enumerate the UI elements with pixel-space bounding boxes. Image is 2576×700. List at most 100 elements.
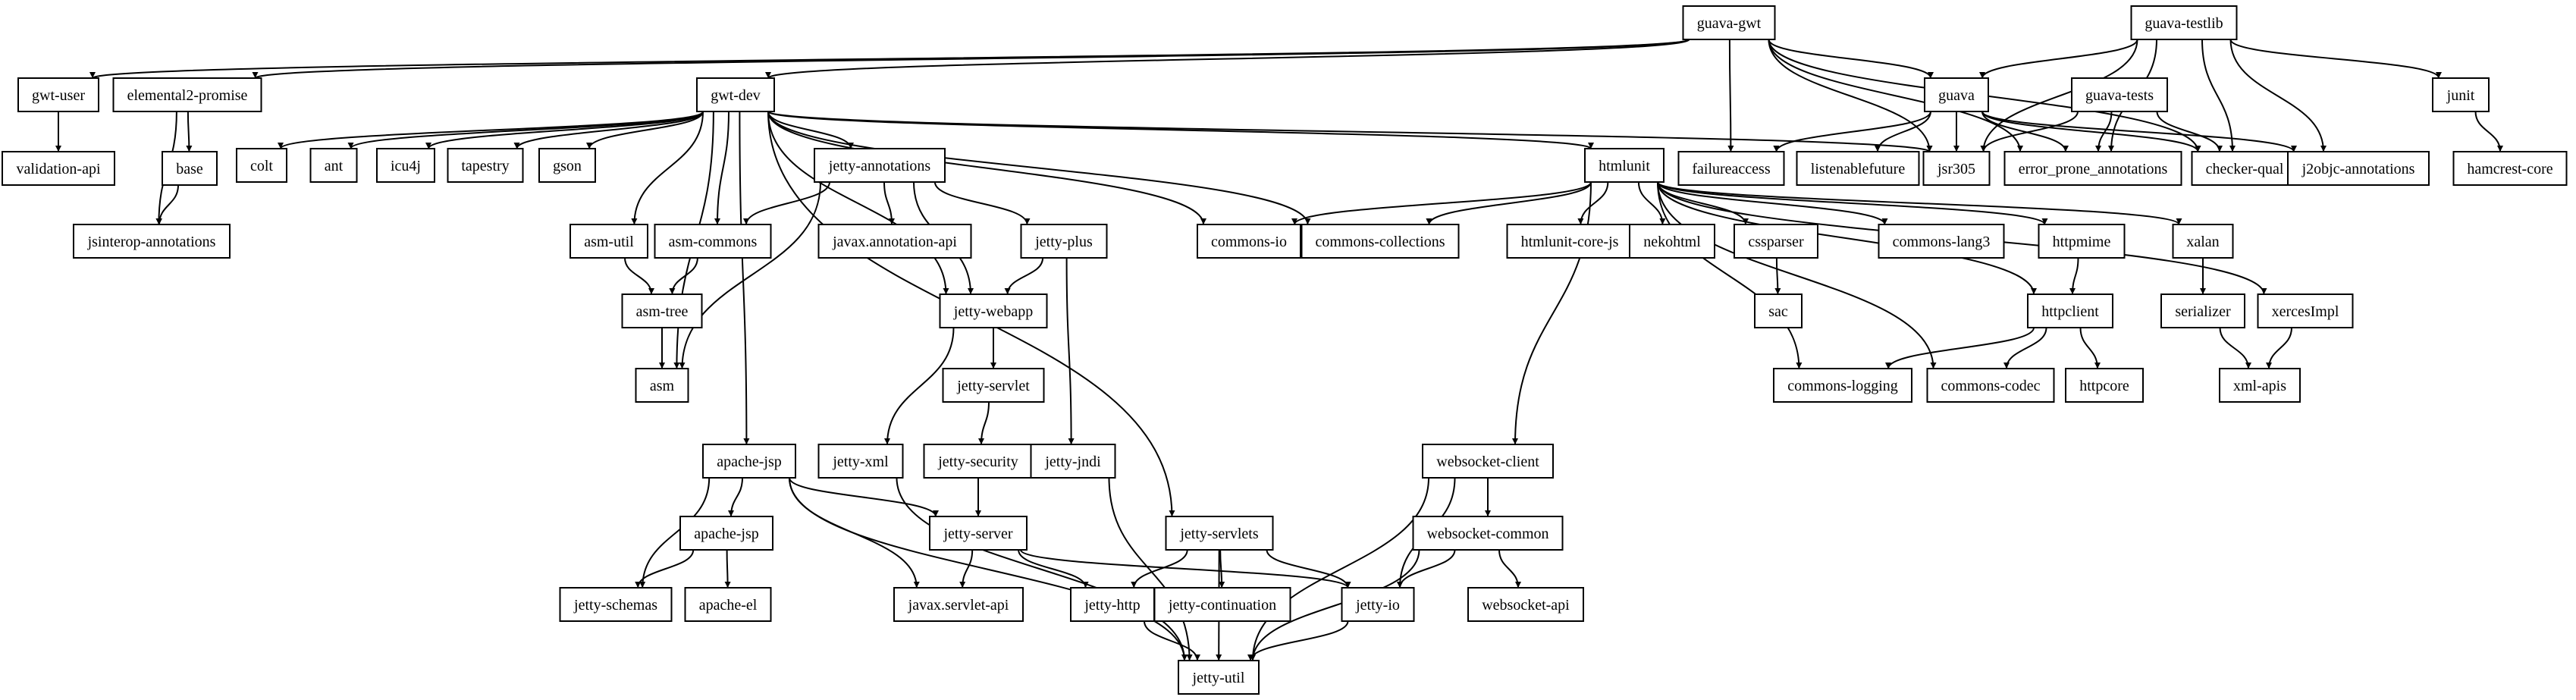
edge-jetty-plus-to-jetty-jndi <box>1065 257 1075 445</box>
node-box <box>2065 368 2144 403</box>
edge-htmlunit-to-commons-io <box>1291 181 1592 225</box>
edge-gwt-dev-to-tapestry <box>513 111 704 149</box>
node-box <box>893 587 1024 622</box>
node-label: asm-tree <box>636 303 689 320</box>
edge-jetty-webapp-to-jetty-xml <box>884 327 955 445</box>
node-tapestry: tapestry <box>447 148 524 183</box>
node-label: sac <box>1768 303 1788 320</box>
edge-gwt-dev-to-colt <box>278 111 704 149</box>
node-label: websocket-client <box>1436 454 1539 470</box>
node-label: apache-jsp <box>694 526 759 542</box>
edge-jetty-annotations-to-asm <box>679 181 821 369</box>
node-htmlunit: htmlunit <box>1584 148 1665 183</box>
node-error-prone-annotations: error_prone_annotations <box>2003 151 2182 186</box>
node-asm-tree: asm-tree <box>621 293 703 328</box>
edge-guava-to-error-prone-annotations <box>1981 111 2069 152</box>
node-websocket-common: websocket-common <box>1412 516 1564 551</box>
edge-httpclient-to-httpcore <box>2079 327 2101 369</box>
node-label: jetty-servlet <box>956 378 1030 394</box>
edge-gwt-dev-to-gson <box>586 111 704 149</box>
edge-guava-gwt-to-error-prone-annotations <box>1768 39 2023 152</box>
node-box <box>1422 444 1554 479</box>
edge-gwt-dev-to-asm-util <box>631 111 704 225</box>
node-box <box>1020 224 1108 259</box>
node-htmlunit-core-js: htmlunit-core-js <box>1506 224 1633 259</box>
node-box <box>2003 151 2182 186</box>
node-box <box>621 293 703 328</box>
node-label: jetty-schemas <box>573 597 657 614</box>
node-label: jetty-xml <box>832 454 889 470</box>
node-commons-codec: commons-codec <box>1926 368 2055 403</box>
node-jetty-plus: jetty-plus <box>1020 224 1108 259</box>
edge-gwt-dev-to-jetty-annotations <box>767 111 854 149</box>
node-failureaccess: failureaccess <box>1677 151 1785 186</box>
node-label: jetty-webapp <box>953 303 1033 320</box>
node-box <box>1796 151 1920 186</box>
edge-jetty-servlets-to-jetty-continuation <box>1219 549 1225 589</box>
node-box <box>2219 368 2301 403</box>
node-guava-gwt: guava-gwt <box>1682 5 1776 40</box>
edge-htmlunit-to-commons-codec <box>1657 181 1937 369</box>
node-label: tapestry <box>461 158 509 174</box>
edge-guava-testlib-to-checker-qual <box>2201 39 2236 152</box>
node-box <box>1584 148 1665 183</box>
node-jetty-security: jetty-security <box>923 444 1034 479</box>
node-jsinterop-annotations: jsinterop-annotations <box>73 224 231 259</box>
node-box <box>162 151 218 186</box>
node-xml-apis: xml-apis <box>2219 368 2301 403</box>
node-box <box>1197 224 1301 259</box>
edge-guava-to-failureaccess <box>1773 111 1931 152</box>
node-label: jetty-http <box>1084 597 1140 614</box>
node-box <box>236 148 287 183</box>
edge-serializer-to-xml-apis <box>2219 327 2251 369</box>
node-asm: asm <box>635 368 689 403</box>
node-icu4j: icu4j <box>376 148 435 183</box>
node-base: base <box>162 151 218 186</box>
node-jetty-servlet: jetty-servlet <box>942 368 1045 403</box>
node-box <box>1301 224 1460 259</box>
node-box <box>2432 77 2490 112</box>
node-label: jetty-continuation <box>1168 597 1276 614</box>
edge-guava-testlib-to-jsr305 <box>1980 39 2138 152</box>
node-label: listenablefuture <box>1811 161 1906 177</box>
edge-jetty-jndi-to-jetty-util <box>1108 477 1193 661</box>
node-label: nekohtml <box>1643 234 1701 250</box>
edge-guava-tests-to-jsr305 <box>1980 111 2079 152</box>
node-jetty-continuation: jetty-continuation <box>1153 587 1291 622</box>
edge-jetty-http-to-jetty-util <box>1144 620 1200 661</box>
node-box <box>538 148 596 183</box>
node-label: junit <box>2446 87 2475 104</box>
node-box <box>1773 368 1912 403</box>
node-box <box>2172 224 2234 259</box>
node-box <box>1754 293 1803 328</box>
node-sac: sac <box>1754 293 1803 328</box>
edge-guava-gwt-to-jsr305 <box>1768 39 1933 152</box>
edge-guava-testlib-to-j2objc-annotations <box>2229 39 2327 152</box>
edge-htmlunit-to-commons-lang3 <box>1657 181 1888 225</box>
node-label: jetty-plus <box>1034 234 1093 250</box>
edge-gwt-dev-to-asm-commons <box>714 111 730 225</box>
node-jetty-xml: jetty-xml <box>817 444 904 479</box>
edge-websocket-client-to-jetty-util <box>1250 477 1429 661</box>
node-label: javax.annotation-api <box>832 234 957 250</box>
node-gwt-user: gwt-user <box>17 77 99 112</box>
node-jetty-http: jetty-http <box>1070 587 1155 622</box>
node-label: ant <box>325 158 344 174</box>
edge-gwt-dev-to-apache-jsp <box>739 111 750 445</box>
edge-gwt-dev-to-jsr305 <box>767 111 1933 152</box>
node-label: gwt-user <box>32 87 85 104</box>
node-box <box>1924 77 1989 112</box>
node-jetty-io: jetty-io <box>1341 587 1415 622</box>
node-label: xml-apis <box>2233 378 2286 394</box>
node-javax-annotation-api: javax.annotation-api <box>817 224 972 259</box>
node-label: htmlunit <box>1599 158 1650 174</box>
node-jetty-schemas: jetty-schemas <box>559 587 673 622</box>
node-box <box>376 148 435 183</box>
node-box <box>112 77 262 112</box>
edge-gwt-dev-to-ant <box>347 111 704 149</box>
node-label: jetty-annotations <box>828 158 931 174</box>
node-elemental2-promise: elemental2-promise <box>112 77 262 112</box>
edge-jetty-plus-to-jetty-webapp <box>1004 257 1044 295</box>
node-box <box>1677 151 1785 186</box>
edge-guava-to-j2objc-annotations <box>1981 111 2297 152</box>
